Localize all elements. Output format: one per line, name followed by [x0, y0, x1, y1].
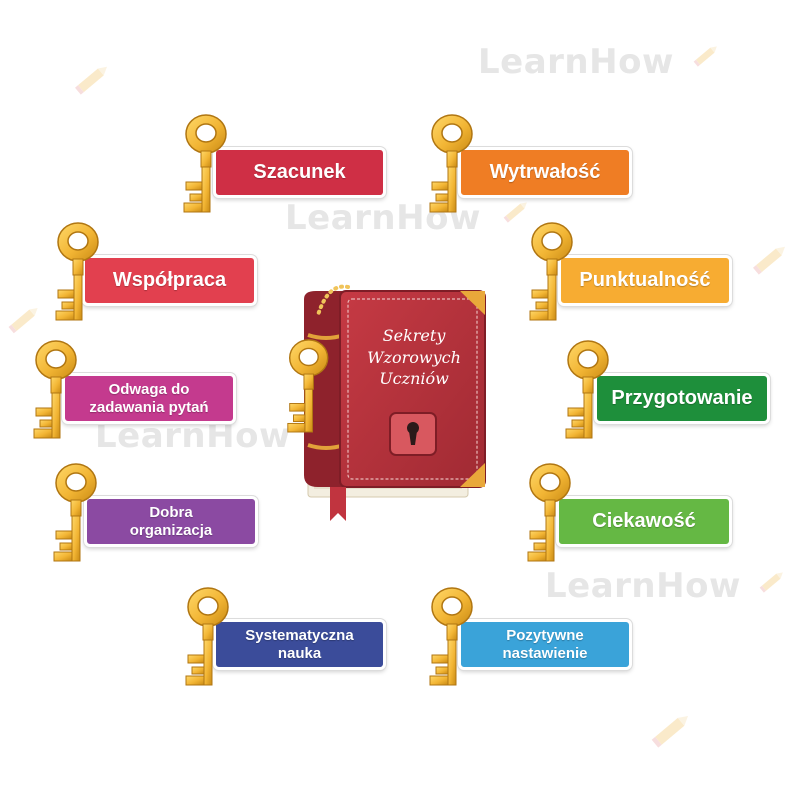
value-card: Szacunek: [213, 147, 386, 198]
pencil-icon: [74, 66, 107, 95]
key-icon: [527, 463, 571, 562]
value-card: Ciekawość: [556, 496, 732, 547]
key-icon: [33, 340, 77, 439]
key-icon: [565, 340, 609, 439]
key-icon: [429, 114, 473, 213]
pencil-icon: [693, 46, 717, 67]
pencil-icon: [8, 307, 38, 334]
key-icon: [183, 114, 227, 213]
pencil-icon: [651, 715, 689, 748]
value-card: Punktualność: [558, 255, 732, 306]
value-card: Wytrwałość: [458, 147, 632, 198]
value-card: Przygotowanie: [594, 373, 770, 424]
book-title: Sekrety Wzorowych Uczniów: [367, 326, 461, 389]
value-card: Pozytywne nastawienie: [458, 619, 632, 670]
key-icon: [53, 463, 97, 562]
value-card: Współpraca: [82, 255, 257, 306]
value-card: Systematyczna nauka: [213, 619, 386, 670]
pencil-icon: [752, 246, 785, 275]
watermark: LearnHow: [478, 42, 674, 82]
value-card: Dobra organizacja: [84, 496, 258, 547]
pencil-icon: [503, 202, 527, 223]
pencil-icon: [759, 572, 783, 593]
key-icon: [55, 222, 99, 321]
value-card: Odwaga do zadawania pytań: [62, 373, 236, 424]
watermark: LearnHow: [545, 566, 741, 606]
key-icon: [429, 587, 473, 686]
key-icon: [529, 222, 573, 321]
book-icon: [287, 283, 492, 521]
key-icon: [185, 587, 229, 686]
